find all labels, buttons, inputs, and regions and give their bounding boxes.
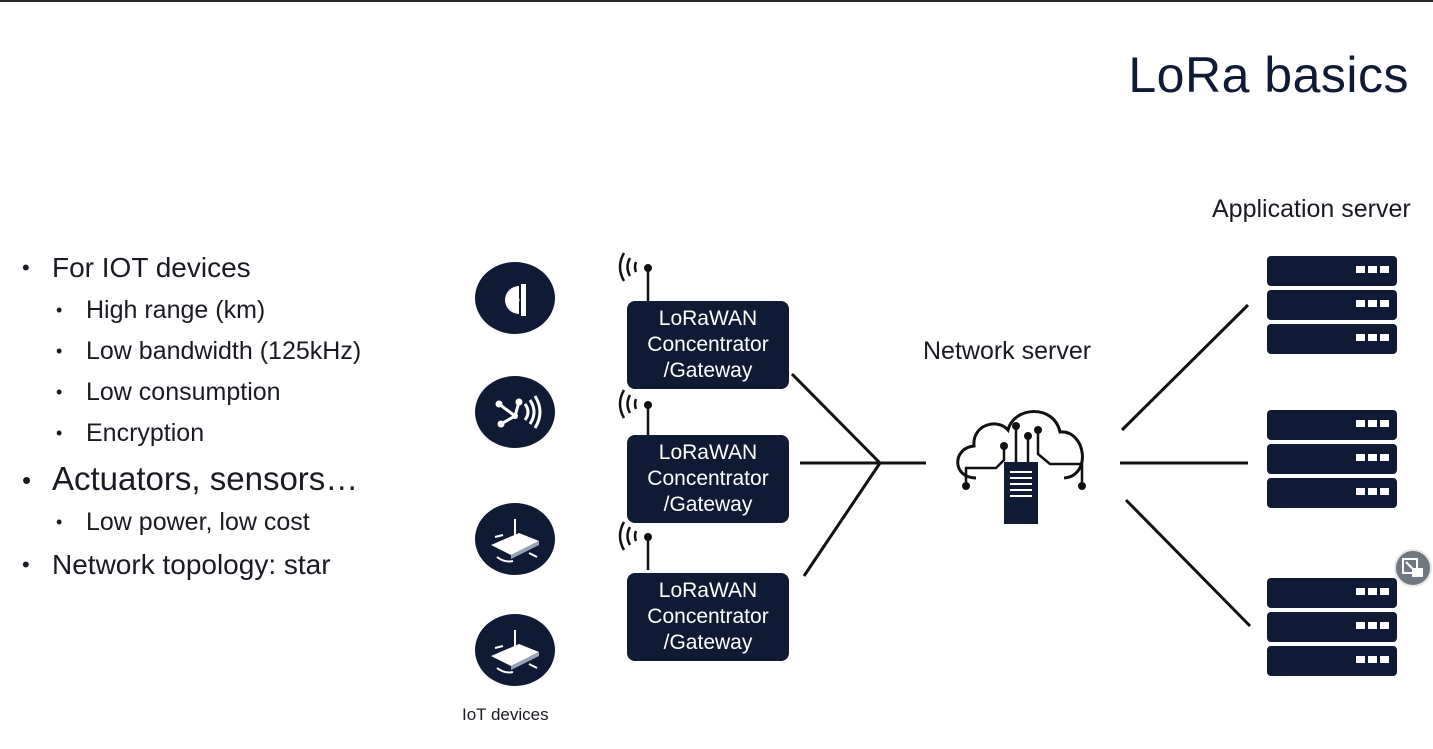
bullet-text: For IOT devices [52, 252, 251, 283]
bullet-text: Encryption [86, 419, 205, 447]
server-rack-icon [1267, 256, 1397, 354]
slide-title: LoRa basics [1128, 47, 1409, 103]
gateway-3-link [802, 462, 882, 577]
bullet-text: Low bandwidth (125kHz) [86, 337, 362, 365]
bullet-subitem: • Encryption [18, 419, 458, 448]
antenna-signal-icon [618, 521, 652, 570]
app-server-1-link [1120, 303, 1250, 432]
bullet-dot: • [56, 382, 63, 402]
bullet-text: Low power, low cost [86, 508, 310, 536]
top-border-rule [0, 0, 1433, 2]
bullet-item: • Network topology: star [18, 549, 458, 581]
bullet-item: • Actuators, sensors… [18, 460, 458, 498]
sensor-board-icon [475, 503, 555, 575]
gateway-label-line2: Concentrator [647, 605, 769, 628]
bullet-dot: • [56, 423, 63, 443]
gateway-label-line1: LoRaWAN [658, 441, 758, 464]
gateway-box: LoRaWAN Concentrator /Gateway [627, 301, 789, 389]
antenna-signal-icon [618, 252, 652, 301]
bullet-subitem: • High range (km) [18, 296, 458, 325]
picture-in-picture-button[interactable] [1394, 549, 1432, 587]
app-server-3-link [1124, 498, 1252, 628]
gateway-label-line1: LoRaWAN [658, 579, 758, 602]
bullet-text: Actuators, sensors… [52, 460, 359, 497]
network-server-label: Network server [923, 337, 1092, 365]
gateway-1-link [790, 372, 882, 465]
bullet-dot: • [22, 255, 30, 280]
gateway-label-line1: LoRaWAN [658, 307, 758, 330]
bullet-text: Network topology: star [52, 549, 331, 580]
bullet-item: • For IOT devices [18, 252, 458, 284]
bullet-subitem: • Low bandwidth (125kHz) [18, 337, 458, 366]
gateway-box: LoRaWAN Concentrator /Gateway [627, 435, 789, 523]
bullet-subitem: • Low power, low cost [18, 508, 458, 537]
bullet-list: • For IOT devices • High range (km) • Lo… [18, 252, 458, 593]
light-sensor-icon [475, 262, 555, 334]
gateway-box: LoRaWAN Concentrator /Gateway [627, 573, 789, 661]
gateway-label-line3: /Gateway [663, 631, 753, 654]
server-rack-icon [1267, 578, 1397, 676]
bullet-dot: • [56, 300, 63, 320]
bullet-dot: • [22, 465, 32, 495]
gateway-label-line3: /Gateway [663, 359, 753, 382]
gateway-label-line2: Concentrator [647, 467, 769, 490]
picture-in-picture-icon [1402, 558, 1423, 577]
iot-devices-label: IoT devices [462, 705, 549, 724]
drone-icon [475, 376, 555, 448]
gateway-label-line3: /Gateway [663, 493, 753, 516]
bullet-dot: • [56, 512, 63, 532]
server-rack-icon [1267, 410, 1397, 508]
bullet-text: High range (km) [86, 296, 266, 324]
bullet-dot: • [56, 341, 63, 361]
bullet-subitem: • Low consumption [18, 378, 458, 407]
application-server-label: Application server [1212, 195, 1411, 223]
antenna-signal-icon [618, 389, 652, 438]
sensor-board-icon [475, 614, 555, 686]
gateway-label-line2: Concentrator [647, 333, 769, 356]
bullet-dot: • [22, 552, 30, 577]
bullet-text: Low consumption [86, 378, 281, 406]
cloud-server-icon [956, 410, 1086, 524]
